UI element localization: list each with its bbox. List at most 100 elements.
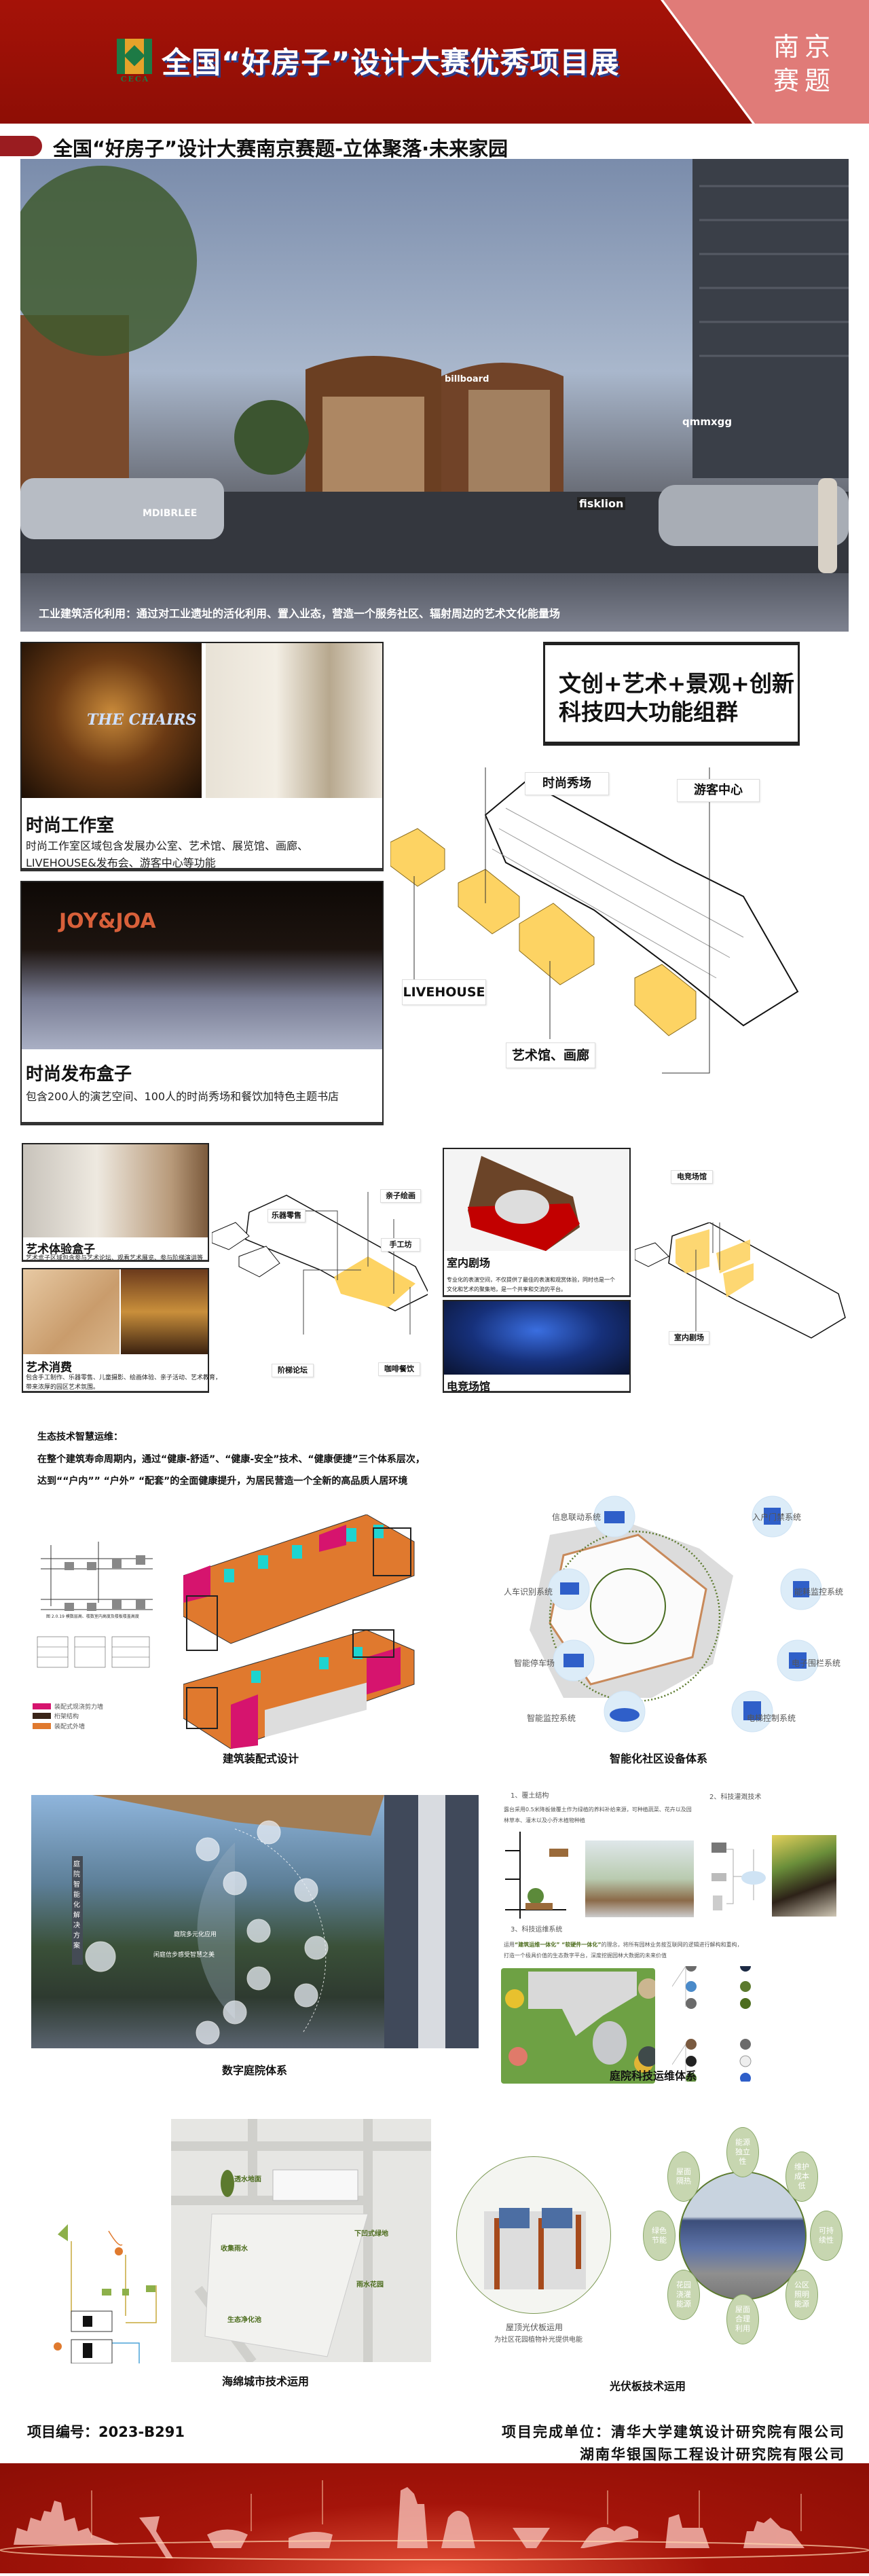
- region-label-2: 赛题: [773, 66, 836, 96]
- system-energy-monitor: 能耗监控系统: [794, 1587, 844, 1597]
- card-desc-2: LIVEHOUSE&发布会、游客中心等功能: [26, 856, 216, 869]
- city-skyline-graphic: [0, 2480, 869, 2560]
- craft-photo: [23, 1269, 119, 1354]
- function-line-2: 科技四大功能组群: [559, 699, 738, 725]
- modular-drawing: [37, 1542, 153, 1668]
- card-title: 艺术消费: [26, 1361, 72, 1375]
- card-title: 时尚工作室: [26, 816, 115, 836]
- page-title: 全国“好房子”设计大赛南京赛题-立体聚落·未来家园: [53, 137, 509, 160]
- art-experience-card: 艺术体验盒子 艺术盒子区域包含参与艺术论坛、观看艺术展览、参与阶梯演讲等: [22, 1143, 209, 1262]
- prefab-axonometric: [183, 1514, 415, 1749]
- digital-courtyard-caption: 数字庭院体系: [222, 2064, 288, 2077]
- label-livehouse: LIVEHOUSE: [402, 979, 486, 1005]
- card-desc-1: 专业化的表演空间，不仅提供了最佳的表演和观赏体验，同时也是一个: [447, 1277, 615, 1283]
- label-step-forum: 阶梯论坛: [272, 1364, 314, 1377]
- sponge-label-rain-garden: 雨水花园: [356, 2281, 384, 2289]
- art-axonometric-diagram: [212, 1192, 428, 1335]
- system-door-access: 入户门禁系统: [752, 1512, 802, 1522]
- courtyard-center-2: 闲庭信步感受智慧之美: [153, 1952, 215, 1959]
- ops-desc-1: 运用“建筑运维一体化” “软硬件一体化”的理念，将所有园林业务按互联网的逻辑进行…: [504, 1941, 743, 1948]
- label-theater: 室内剧场: [669, 1331, 709, 1345]
- courtyard-plan: [501, 1968, 655, 2084]
- system-fence: 电子围栏系统: [792, 1658, 841, 1668]
- prefab-caption: 建筑装配式设计: [223, 1752, 299, 1765]
- runway-brand: JOY&JOA: [59, 909, 156, 933]
- rooftop-solar-subtitle: 为社区花园植物补光提供电能: [494, 2336, 583, 2344]
- ops-icon-tree: [672, 1966, 752, 2082]
- art-consumption-card: 艺术消费 包含手工制作、乐器零售、儿童摄影、绘画体验、亲子活动、艺术教育， 带来…: [22, 1268, 221, 1393]
- system-vehicle-id: 人车识别系统: [504, 1587, 553, 1597]
- function-axonometric-diagram: [390, 767, 799, 1074]
- legend-label: 桁架结构: [54, 1713, 79, 1720]
- solar-benefit-bubble: 可持续性: [810, 2211, 843, 2261]
- courtyard-tech-caption: 庭院科技运维体系: [610, 2069, 697, 2082]
- solar-benefit-bubble: 屋面合理利用: [726, 2294, 759, 2344]
- ceca-logo: [117, 39, 152, 74]
- runway-photo: JOY&JOA: [22, 882, 382, 1049]
- hero-caption: 工业建筑活化利用：通过对工业遗址的活化利用、置入业态，营造一个服务社区、辐射周边…: [39, 607, 561, 620]
- card-desc: 艺术盒子区域包含参与艺术论坛、观看艺术展览、参与阶梯演讲等: [26, 1255, 204, 1262]
- legend-label: 装配式现浇剪力墙: [54, 1704, 104, 1711]
- project-number: 项目编号：2023-B291: [27, 2424, 185, 2440]
- digital-courtyard-rendering: 庭院智能化解决方案 庭院多元化应用 闲庭信步感受智慧之美: [31, 1795, 479, 2048]
- smart-community-diagram: [530, 1495, 822, 1733]
- card-desc-2: 带来浓厚的园区艺术氛围。: [26, 1384, 100, 1391]
- ops-post: 的理念，将所有园林业务按互联网的逻辑进行解构和重构，: [601, 1942, 743, 1948]
- card-title: 时尚发布盒子: [26, 1064, 132, 1085]
- system-elevator: 电梯控制系统: [747, 1713, 796, 1723]
- function-group-box: 文创+艺术+景观+创新 科技四大功能组群: [543, 642, 800, 746]
- card-title: 电竞场馆: [447, 1380, 491, 1393]
- legend-swatch-exterior-wall: [33, 1723, 51, 1729]
- drawing-caption: 图 2.0.19 模数层高、楼数室内高度及楼板楼盖高度: [46, 1614, 139, 1619]
- sponge-caption: 海绵城市技术运用: [222, 2375, 310, 2388]
- label-cafe: 咖啡餐饮: [378, 1362, 420, 1376]
- guitar-shop-photo: [121, 1269, 208, 1354]
- theater-card: 室内剧场 专业化的表演空间，不仅提供了最佳的表演和观赏体验，同时也是一个 文化和…: [443, 1148, 631, 1297]
- sponge-label-sunken-green: 下凹式绿地: [354, 2230, 388, 2238]
- legend-label: 装配式外墙: [54, 1724, 86, 1730]
- concert-photo: THE CHAIRS: [22, 643, 202, 798]
- fashion-release-card: JOY&JOA 时尚发布盒子 包含200人的演艺空间、100人的时尚秀场和餐饮加…: [20, 881, 384, 1125]
- exhibition-title: 全国“好房子”设计大赛优秀项目展: [162, 46, 620, 80]
- label-fashion-show: 时尚秀场: [525, 772, 609, 795]
- soil-desc-1: 露台采用0.5米降板做覆土作为绿植的养料补给来源，可种植蔬菜、花卉以及园: [504, 1807, 692, 1813]
- sign-qmmxgg: qmmxgg: [682, 416, 733, 428]
- legend-swatch-truss: [33, 1713, 51, 1719]
- card-title: 艺术体验盒子: [26, 1243, 95, 1256]
- footer-banner: [0, 2463, 869, 2573]
- sign-mdibrlee: MDIBRLEE: [143, 508, 198, 519]
- function-line-1: 文创+艺术+景观+创新: [559, 670, 794, 697]
- ops-title: 3、科技运维系统: [511, 1926, 563, 1934]
- card-desc-2: 文化和艺术的聚集地，是一个共享和交流的平台。: [447, 1286, 566, 1292]
- planter-rendering: [585, 1840, 694, 1917]
- solar-benefit-bubble: 屋面隔热: [667, 2152, 701, 2202]
- rooftop-solar-circle: [456, 2156, 611, 2314]
- label-music-retail: 乐器零售: [267, 1209, 306, 1222]
- irrigation-network-diagram: [711, 1843, 766, 1910]
- smart-community-caption: 智能化社区设备体系: [610, 1752, 708, 1765]
- rooftop-solar-title: 屋顶光伏板运用: [506, 2323, 563, 2332]
- ops-desc-2: 打造一个极具价值的生态数字平台，深度挖掘园林大数据的未来价值: [504, 1953, 667, 1959]
- esports-card: 电竞场馆: [443, 1300, 631, 1393]
- eco-line-2: 达到““户内”” “户外” “配套”的全面健康提升，为居民营造一个全新的高品质人…: [37, 1476, 408, 1487]
- sponge-marker: [221, 2170, 234, 2197]
- theater-axonometric-diagram: [635, 1222, 846, 1339]
- sponge-label-purification: 生态净化池: [227, 2317, 261, 2324]
- logo-text: CECA: [120, 75, 150, 84]
- theater-section-drawing: [444, 1149, 629, 1251]
- card-desc-1: 时尚工作室区域包含发展办公室、艺术馆、展览馆、画廊、: [26, 839, 309, 852]
- soil-section-drawing: [505, 1832, 568, 1919]
- rainwater-flow-diagram: [54, 2224, 157, 2363]
- gallery-photo: [206, 643, 382, 798]
- title-tab: [0, 136, 42, 156]
- card-desc: 包含200人的演艺空间、100人的时尚秀场和餐饮加特色主题书店: [26, 1090, 339, 1103]
- label-craft-workshop: 手工坊: [381, 1238, 420, 1252]
- solar-benefit-bubble: 公区照明能源: [785, 2269, 818, 2320]
- label-esports: 电竞场馆: [671, 1170, 713, 1184]
- card-title: 室内剧场: [447, 1256, 491, 1269]
- ops-pre: 运用: [504, 1942, 515, 1948]
- hero-rendering: billboard qmmxgg fisklion MDIBRLEE 工业建筑活…: [20, 159, 849, 632]
- solar-caption: 光伏板技术运用: [610, 2380, 686, 2393]
- sign-billboard: billboard: [445, 374, 489, 384]
- soil-desc-2: 林草本、灌木以及小乔木植物种植: [504, 1817, 585, 1824]
